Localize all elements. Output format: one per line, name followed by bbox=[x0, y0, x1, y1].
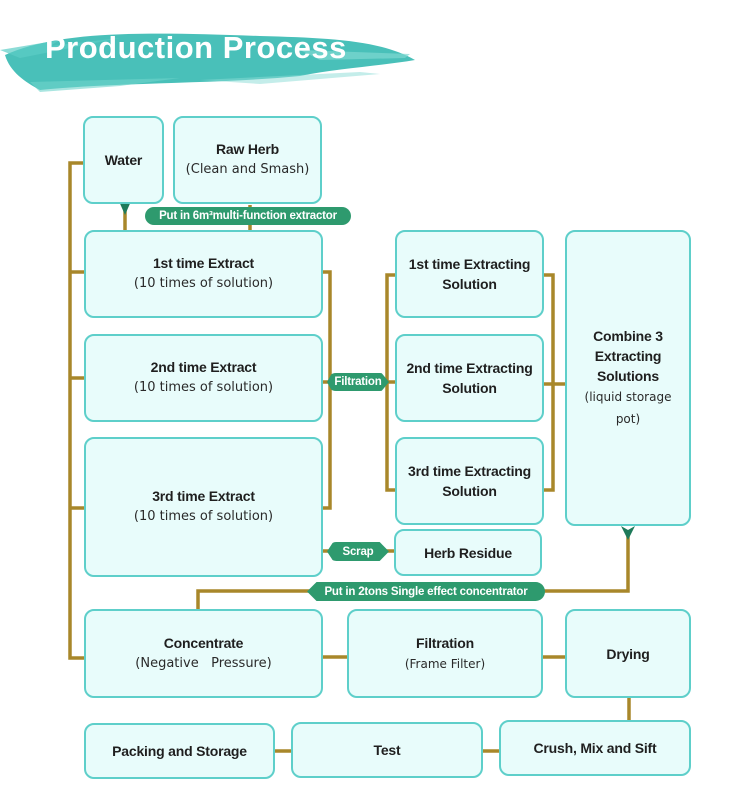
node-test-label: Test bbox=[373, 742, 401, 758]
node-filtration-sub: (Frame Filter) bbox=[404, 656, 486, 671]
node-solution-3: 3rd time Extracting Solution bbox=[395, 437, 544, 525]
node-combine-label: Combine 3 Extracting Solutions bbox=[593, 328, 663, 384]
node-drying: Drying bbox=[565, 609, 691, 698]
node-extract-2-sub: (10 times of solution) bbox=[133, 380, 274, 395]
node-extract-1: 1st time Extract (10 times of solution) bbox=[84, 230, 323, 318]
node-raw-herb-sub: (Clean and Smash) bbox=[185, 162, 310, 177]
node-extract-1-sub: (10 times of solution) bbox=[133, 276, 274, 291]
node-filtration: Filtration (Frame Filter) bbox=[347, 609, 543, 698]
node-extract-3: 3rd time Extract (10 times of solution) bbox=[84, 437, 323, 577]
node-crush: Crush, Mix and Sift bbox=[499, 720, 691, 776]
node-herb-residue: Herb Residue bbox=[394, 529, 542, 576]
water-feed-line bbox=[68, 161, 85, 660]
label-concentrator: Put in 2tons Single effect concentrator bbox=[307, 582, 545, 601]
label-scrap: Scrap bbox=[327, 542, 389, 561]
arrow-up-icon bbox=[621, 526, 635, 540]
node-packing: Packing and Storage bbox=[84, 723, 275, 779]
node-solution-2: 2nd time Extracting Solution bbox=[395, 334, 544, 422]
node-water-label: Water bbox=[104, 152, 143, 168]
node-raw-herb-label: Raw Herb bbox=[216, 141, 279, 157]
node-solution-3-label: 3rd time Extracting Solution bbox=[407, 463, 531, 499]
node-extract-1-label: 1st time Extract bbox=[152, 255, 255, 271]
node-crush-label: Crush, Mix and Sift bbox=[533, 740, 657, 756]
node-extract-2-label: 2nd time Extract bbox=[150, 359, 257, 375]
node-packing-label: Packing and Storage bbox=[112, 743, 247, 759]
node-raw-herb: Raw Herb (Clean and Smash) bbox=[173, 116, 322, 204]
node-combine-sub: (liquid storage pot) bbox=[584, 390, 672, 426]
node-solution-1: 1st time Extracting Solution bbox=[395, 230, 544, 318]
page-title: Production Process bbox=[45, 30, 347, 65]
title-banner: Production Process bbox=[0, 10, 420, 100]
node-extract-3-label: 3rd time Extract bbox=[152, 488, 255, 504]
node-concentrate-sub: (Negative Pressure) bbox=[135, 655, 272, 671]
node-filtration-label: Filtration bbox=[416, 634, 474, 651]
node-solution-2-label: 2nd time Extracting Solution bbox=[406, 360, 533, 396]
node-combine: Combine 3 Extracting Solutions (liquid s… bbox=[565, 230, 691, 526]
node-test: Test bbox=[291, 722, 483, 778]
node-water: Water bbox=[83, 116, 164, 204]
node-herb-residue-label: Herb Residue bbox=[424, 544, 512, 561]
brush-stroke-background bbox=[0, 33, 415, 92]
node-drying-label: Drying bbox=[606, 645, 650, 662]
node-extract-2: 2nd time Extract (10 times of solution) bbox=[84, 334, 323, 422]
node-concentrate-label: Concentrate bbox=[163, 634, 244, 651]
label-extractor: Put in 6m³multi-function extractor bbox=[145, 207, 351, 225]
node-extract-3-sub: (10 times of solution) bbox=[133, 509, 274, 524]
label-filtration: Filtration bbox=[327, 373, 389, 391]
node-concentrate: Concentrate (Negative Pressure) bbox=[84, 609, 323, 698]
extract-collect-line bbox=[322, 270, 332, 510]
node-solution-1-label: 1st time Extracting Solution bbox=[408, 256, 531, 292]
